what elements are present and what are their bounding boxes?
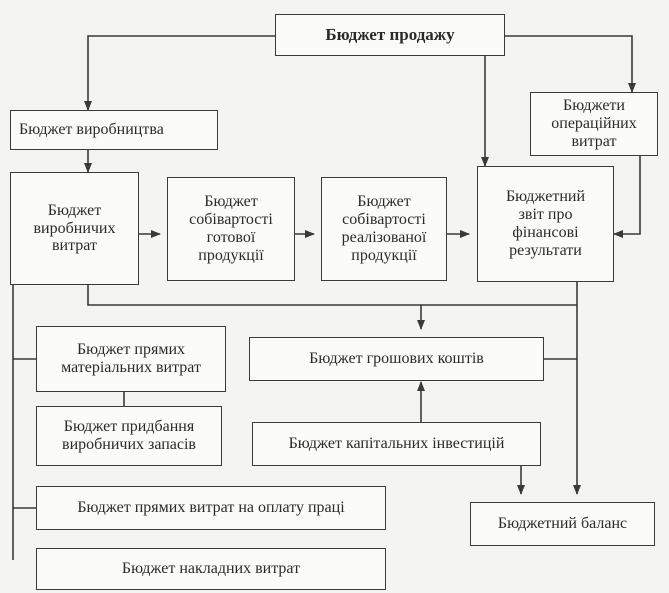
- arrow-operating-to-report: [613, 156, 641, 238]
- arrow-sales-to-production: [84, 35, 275, 111]
- operating-costs-budget-box: Бюджети операційних витрат: [530, 92, 658, 156]
- arrow-sales-to-operating: [505, 35, 636, 93]
- budget-balance-box: Бюджетний баланс: [470, 502, 655, 546]
- sold-goods-cost-budget-box: Бюджет собівартості реалізованої продукц…: [321, 177, 447, 281]
- direct-labor-costs-budget-box: Бюджет прямих витрат на оплату праці: [36, 486, 386, 530]
- direct-material-costs-budget-box: Бюджет прямих матеріальних витрат: [36, 326, 226, 392]
- capital-investment-budget-box: Бюджет капітальних інвестицій: [252, 422, 541, 466]
- production-stock-purchase-budget-box: Бюджет придбання виробничих запасів: [36, 406, 222, 466]
- production-budget-box: Бюджет виробництва: [10, 110, 218, 150]
- production-costs-budget-box: Бюджет виробничих витрат: [10, 172, 139, 285]
- cash-budget-box: Бюджет грошових коштів: [249, 337, 544, 381]
- line-bus-to-cash: [87, 282, 578, 306]
- overhead-costs-budget-box: Бюджет накладних витрат: [36, 548, 386, 590]
- financial-results-report-box: Бюджетний звіт про фінансові результати: [477, 166, 614, 282]
- finished-goods-cost-budget-box: Бюджет собівартості готової продукції: [167, 177, 295, 281]
- sales-budget-box: Бюджет продажу: [275, 14, 505, 56]
